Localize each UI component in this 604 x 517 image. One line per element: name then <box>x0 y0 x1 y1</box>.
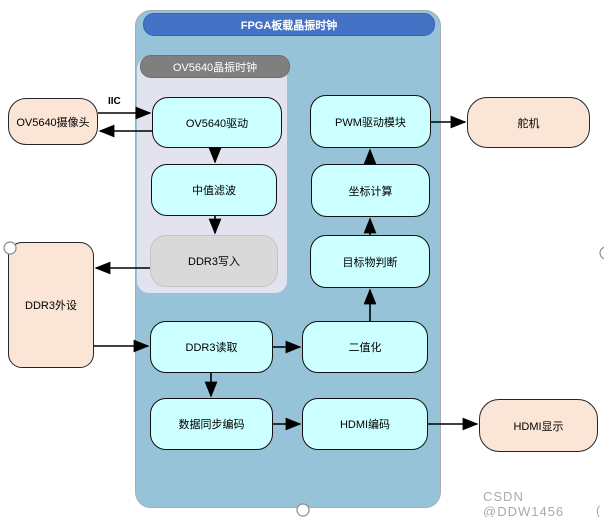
block-servo: 舵机 <box>467 97 590 148</box>
block-target-detection: 目标物判断 <box>310 235 430 288</box>
connection-handle <box>599 246 604 260</box>
block-ddr3-write: DDR3写入 <box>150 235 278 287</box>
block-hdmi-encoding: HDMI编码 <box>302 398 428 450</box>
ov5640-clock-domain-title: OV5640晶振时钟 <box>140 55 290 78</box>
block-ov5640-camera: OV5640摄像头 <box>8 98 98 145</box>
fpga-clock-domain-title: FPGA板载晶振时钟 <box>143 13 435 36</box>
block-ddr3-read: DDR3读取 <box>150 321 273 373</box>
block-ddr3-peripheral: DDR3外设 <box>8 242 94 368</box>
block-pwm-driver: PWM驱动模块 <box>310 95 431 148</box>
block-binarization: 二值化 <box>302 321 428 373</box>
block-coordinate-calc: 坐标计算 <box>311 164 430 217</box>
iic-bus-label: IIC <box>108 96 121 107</box>
block-data-sync-encoding: 数据同步编码 <box>150 398 273 450</box>
block-hdmi-display: HDMI显示 <box>479 399 598 452</box>
watermark-fragment: ( <box>596 503 601 517</box>
watermark-text: CSDN @DDW1456 <box>483 489 565 517</box>
block-ov5640-driver: OV5640驱动 <box>152 97 282 148</box>
block-median-filter: 中值滤波 <box>151 164 277 216</box>
